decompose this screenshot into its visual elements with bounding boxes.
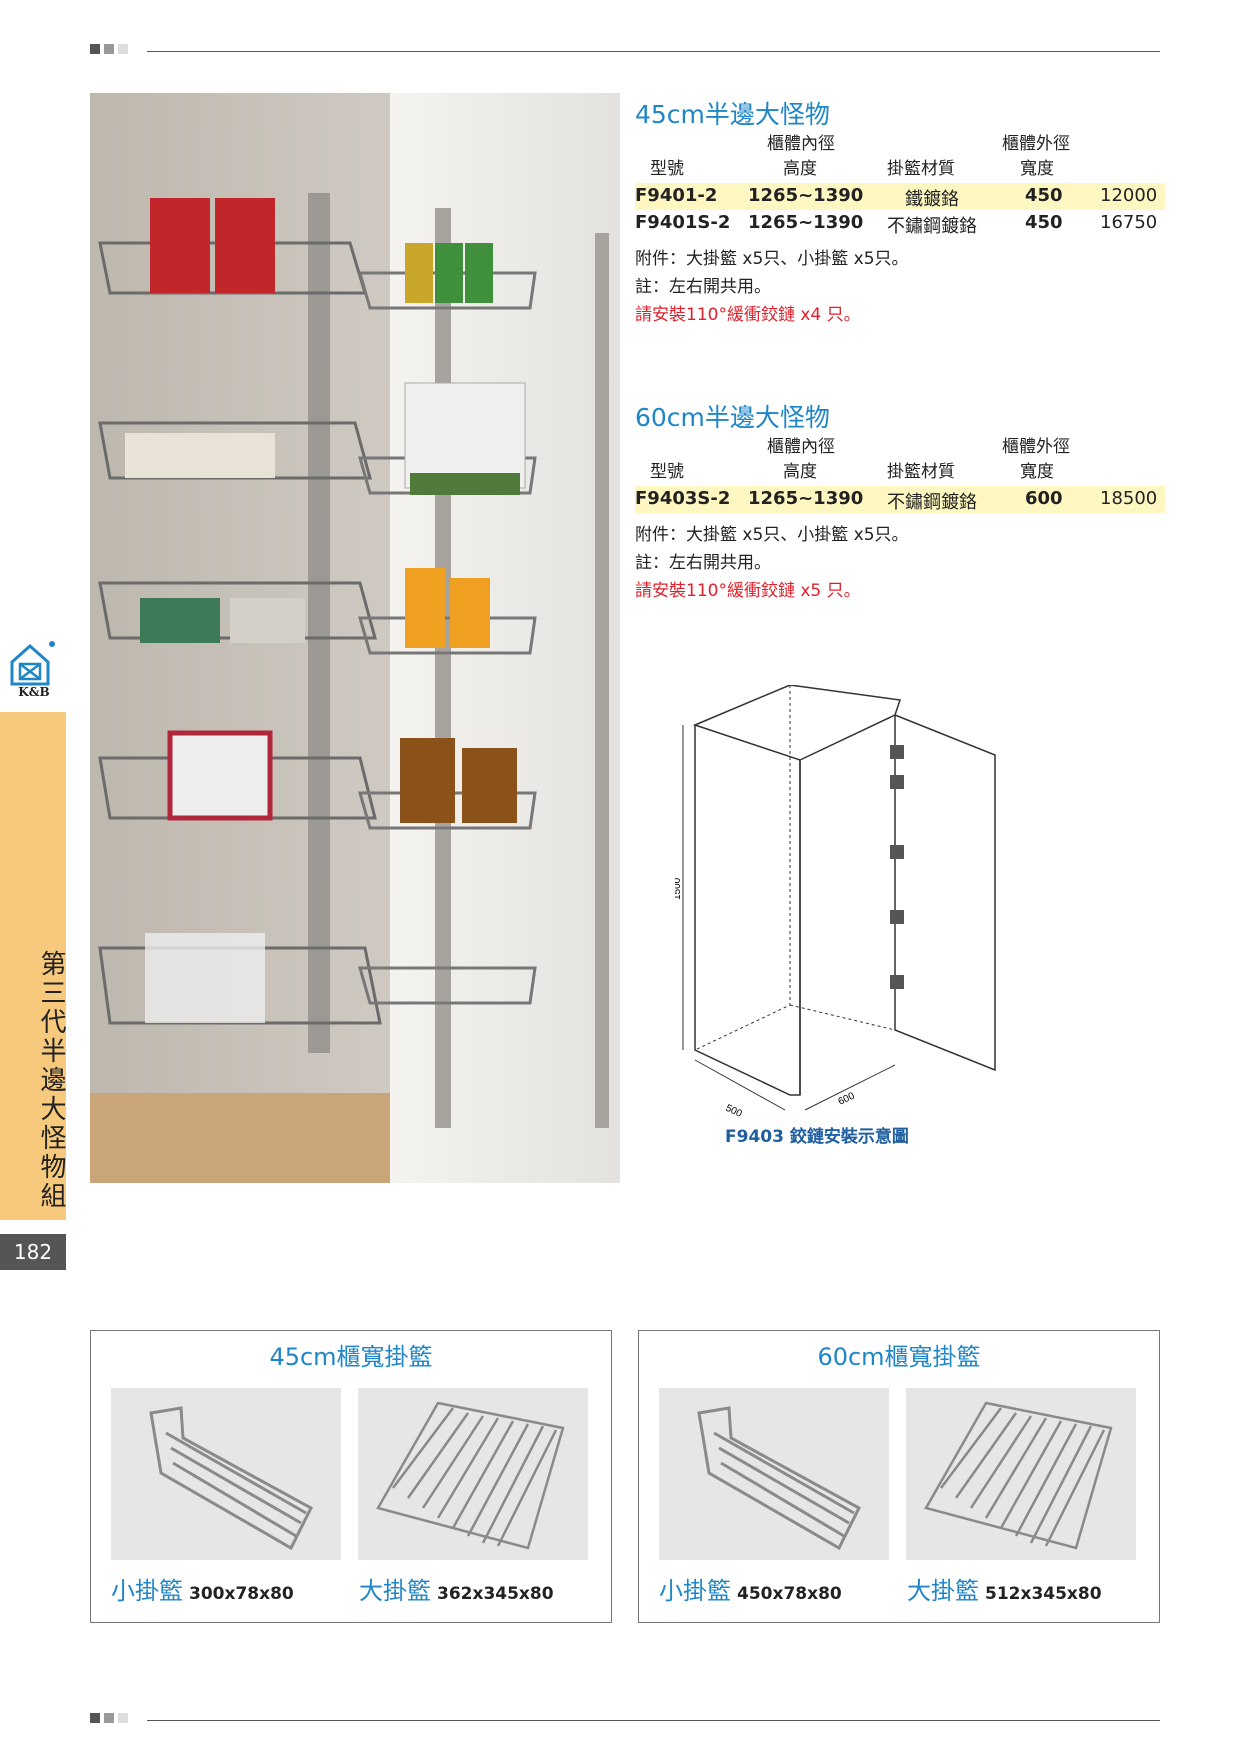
spec-table: 櫃體內徑 櫃體外徑 型號 高度 掛籃材質 寬度 F9401-2 1265~139…: [635, 129, 1165, 241]
small-basket-size: 450x78x80: [737, 1584, 842, 1604]
basket-box-title: 60cm櫃寬掛籃: [817, 1343, 981, 1371]
header-inner-dim: 櫃體內徑: [767, 437, 835, 457]
header-square: [90, 44, 100, 54]
header-rule: [90, 44, 1160, 58]
cabinet-width: 450: [1025, 212, 1063, 233]
spec-row: F9401-2 1265~1390 鐵鍍鉻 450 12000: [635, 183, 1165, 210]
footer-square: [104, 1713, 114, 1723]
price: 12000: [1100, 185, 1158, 206]
model-number: F9401S-2: [635, 212, 731, 233]
header-width: 寬度: [1020, 462, 1054, 482]
cabinet-width: 600: [1025, 488, 1063, 509]
footer-rule: [90, 1713, 1160, 1727]
header-outer-dim: 櫃體外徑: [1002, 437, 1070, 457]
price: 18500: [1100, 488, 1158, 509]
small-basket-image: [659, 1388, 889, 1560]
cabinet-width: 450: [1025, 185, 1063, 206]
model-number: F9401-2: [635, 185, 718, 206]
product-title: 45cm半邊大怪物: [635, 100, 830, 129]
product-section-45: 45cm半邊大怪物 櫃體內徑 櫃體外徑 型號 高度 掛籃材質 寬度 F9401-…: [635, 95, 1165, 329]
basket-box-title: 45cm櫃寬掛籃: [269, 1343, 433, 1371]
basket-material: 不鏽鋼鍍鉻: [887, 216, 977, 237]
hinge-warning: 請安裝110°緩衝鉸鏈 x4 只。: [635, 305, 861, 325]
basket-box-60: 60cm櫃寬掛籃 小掛籃 450x78x80 大掛籃 512x345x80: [638, 1330, 1160, 1623]
header-inner-dim: 櫃體內徑: [767, 134, 835, 154]
brand-logo-text: K&B: [18, 685, 50, 699]
product-photo: [90, 93, 620, 1183]
height-range: 1265~1390: [748, 212, 864, 233]
header-outer-dim: 櫃體外徑: [1002, 134, 1070, 154]
accessory-note: 附件：大掛籃 x5只、小掛籃 x5只。: [635, 525, 909, 545]
large-basket-label: 大掛籃 362x345x80: [359, 1571, 554, 1606]
small-basket-name: 小掛籃: [111, 1577, 183, 1605]
small-basket-name: 小掛籃: [659, 1577, 731, 1605]
small-basket-label: 小掛籃 450x78x80: [659, 1571, 842, 1606]
large-basket-size: 512x345x80: [985, 1584, 1102, 1604]
product-title: 60cm半邊大怪物: [635, 403, 830, 432]
large-basket-name: 大掛籃: [359, 1577, 431, 1605]
accessory-note: 附件：大掛籃 x5只、小掛籃 x5只。: [635, 249, 909, 269]
height-dimension-label: 1500: [675, 877, 683, 900]
depth-dimension-label: 500: [724, 1103, 744, 1120]
basket-box-45: 45cm櫃寬掛籃 小掛籃 300x78x80 大掛籃 362x345x80: [90, 1330, 612, 1623]
large-basket-image: [358, 1388, 588, 1560]
diagram-caption: F9403 鉸鏈安裝示意圖: [725, 1127, 909, 1147]
footer-line: [147, 1720, 1160, 1721]
footer-square: [90, 1713, 100, 1723]
large-basket-name: 大掛籃: [907, 1577, 979, 1605]
spec-row: F9403S-2 1265~1390 不鏽鋼鍍鉻 600 18500: [635, 486, 1165, 513]
height-range: 1265~1390: [748, 185, 864, 206]
basket-material: 不鏽鋼鍍鉻: [887, 492, 977, 513]
header-square: [118, 44, 128, 54]
small-basket-label: 小掛籃 300x78x80: [111, 1571, 294, 1606]
small-basket-image: [111, 1388, 341, 1560]
height-range: 1265~1390: [748, 488, 864, 509]
footer-square: [118, 1713, 128, 1723]
header-height: 高度: [783, 462, 817, 482]
price: 16750: [1100, 212, 1158, 233]
header-material: 掛籃材質: [887, 462, 955, 482]
small-basket-size: 300x78x80: [189, 1584, 294, 1604]
large-basket-label: 大掛籃 512x345x80: [907, 1571, 1102, 1606]
header-material: 掛籃材質: [887, 159, 955, 179]
basket-material: 鐵鍍鉻: [905, 189, 959, 210]
usage-note: 註：左右開共用。: [635, 277, 771, 297]
brand-logo: K&B: [0, 630, 68, 700]
header-line: [147, 51, 1160, 52]
model-number: F9403S-2: [635, 488, 731, 509]
large-basket-size: 362x345x80: [437, 1584, 554, 1604]
brand-house-icon: [10, 641, 55, 686]
chapter-tab: [0, 712, 66, 1220]
header-height: 高度: [783, 159, 817, 179]
header-width: 寬度: [1020, 159, 1054, 179]
chapter-title: 第三代半邊大怪物組: [36, 950, 66, 1211]
usage-note: 註：左右開共用。: [635, 553, 771, 573]
hinge-warning: 請安裝110°緩衝鉸鏈 x5 只。: [635, 581, 861, 601]
product-section-60: 60cm半邊大怪物 櫃體內徑 櫃體外徑 型號 高度 掛籃材質 寬度 F9403S…: [635, 398, 1165, 605]
spec-table: 櫃體內徑 櫃體外徑 型號 高度 掛籃材質 寬度 F9403S-2 1265~13…: [635, 432, 1165, 517]
hinge-diagram: 1500 500 600: [675, 685, 996, 1120]
header-square: [104, 44, 114, 54]
large-basket-image: [906, 1388, 1136, 1560]
header-model: 型號: [650, 159, 684, 179]
header-model: 型號: [650, 462, 684, 482]
page-number: 182: [0, 1234, 66, 1270]
spec-row: F9401S-2 1265~1390 不鏽鋼鍍鉻 450 16750: [635, 210, 1165, 237]
